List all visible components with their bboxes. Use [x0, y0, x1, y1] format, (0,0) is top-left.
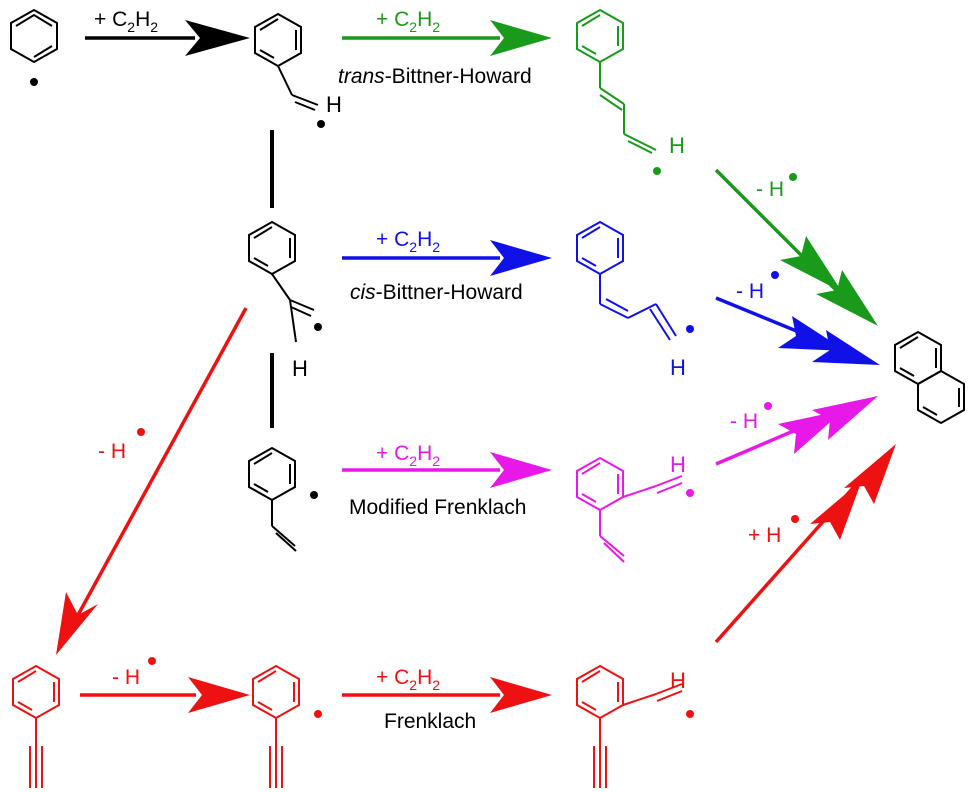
trans-phenylbutadienyl-radical: H [576, 8, 685, 175]
arrow-frenklach: + C2H2 Frenklach [342, 666, 552, 733]
reagent-minus-h-label-3: - H [756, 178, 784, 201]
ortho-ethynylphenyl-radical [252, 664, 322, 788]
reagent-acetylene-label-1: + C2H2 [94, 8, 158, 35]
vinyl-styryl-radical: H [576, 452, 694, 563]
phenylacetylene [12, 664, 60, 788]
reagent-minus-h-label-5: - H [730, 410, 758, 433]
arrow-red-to-naphthalene: + H [714, 444, 896, 644]
route-label-cis-bittner-howard: cis-Bittner-Howard [350, 281, 523, 304]
svg-text:H: H [670, 668, 686, 693]
arrow-blue-to-naphthalene: - H [715, 271, 880, 365]
cis-phenylbutadienyl-radical: H [576, 220, 694, 380]
route-label-modified-frenklach: Modified Frenklach [349, 496, 526, 519]
cis-styryl-radical: H [248, 220, 322, 381]
reagent-plus-h-label: + H [748, 524, 781, 547]
trans-styryl-radical: H [254, 12, 342, 128]
arrow-green-to-naphthalene: - H [714, 168, 878, 326]
naphthalene [894, 330, 965, 425]
route-label-trans-bittner-howard: trans-Bittner-Howard [338, 65, 532, 88]
arrow-cis-bittner-howard: + C2H2 cis-Bittner-Howard [342, 228, 552, 304]
svg-text:H: H [669, 133, 685, 158]
arrow-trans-bittner-howard: + C2H2 trans-Bittner-Howard [338, 8, 552, 88]
arrow-magenta-to-naphthalene: - H [715, 396, 878, 466]
reagent-minus-h-label-4: - H [736, 280, 764, 303]
ortho-vinylphenyl-radical [248, 446, 318, 552]
reagent-minus-h-label-1: - H [112, 666, 140, 689]
phenyl-radical [10, 8, 58, 86]
arrow-acetylene-addition-1: + C2H2 [85, 8, 250, 56]
arrow-modified-frenklach: + C2H2 Modified Frenklach [342, 442, 552, 519]
reagent-acetylene-label-3: + C2H2 [376, 228, 440, 255]
ethynyl-styryl-radical: H [576, 664, 694, 788]
svg-text:H: H [326, 92, 342, 117]
reagent-minus-h-label-2: - H [98, 440, 126, 463]
svg-text:H: H [292, 356, 308, 381]
svg-text:H: H [670, 355, 686, 380]
reagent-acetylene-label-5: + C2H2 [376, 666, 440, 693]
arrow-h-loss-to-phenylacetylene: - H [56, 307, 248, 655]
reagent-acetylene-label-4: + C2H2 [376, 442, 440, 469]
reagent-acetylene-label-2: + C2H2 [376, 8, 440, 35]
route-label-frenklach: Frenklach [384, 710, 476, 733]
svg-text:H: H [670, 452, 686, 477]
arrow-h-abstraction-1: - H [80, 657, 250, 713]
